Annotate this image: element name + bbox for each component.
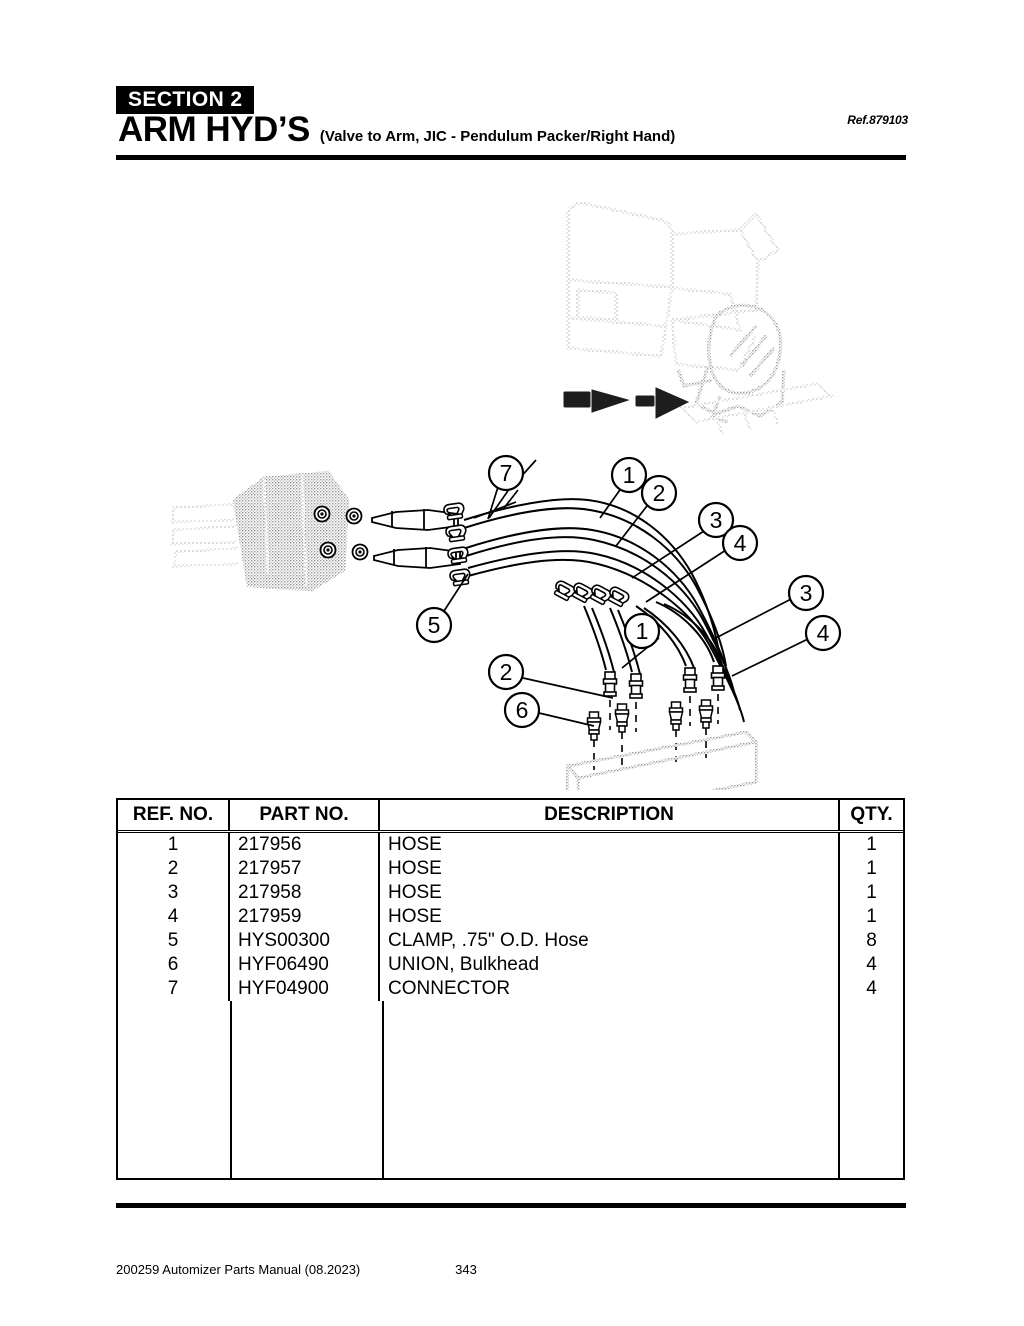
- cell-ref: 3: [118, 881, 230, 905]
- callout-balloons: 7 5 1 2 3: [415, 454, 842, 729]
- cell-description: HOSE: [380, 881, 840, 905]
- table-row: 2 217957 HOSE 1: [118, 857, 903, 881]
- table-header-row: REF. NO. PART NO. DESCRIPTION QTY.: [118, 800, 903, 833]
- mounting-plate-reference: [565, 730, 760, 790]
- cell-qty: 1: [866, 882, 877, 903]
- header-divider: [116, 155, 906, 160]
- table-row: 4 217959 HOSE 1: [118, 905, 903, 929]
- svg-text:2: 2: [653, 480, 666, 506]
- cell-part: HYS00300: [230, 929, 380, 953]
- cell-description: HOSE: [380, 833, 840, 857]
- table-body: 1 217956 HOSE 1 2 217957 HOSE 1 3 217958…: [118, 833, 903, 1178]
- bulkhead-union-group: [586, 699, 714, 741]
- svg-text:1: 1: [623, 462, 636, 488]
- cell-description: HOSE: [380, 857, 840, 881]
- column-header-description: DESCRIPTION: [380, 800, 840, 830]
- cell-ref: 5: [118, 929, 230, 953]
- valve-stub-fittings: [371, 509, 461, 569]
- svg-text:2: 2: [500, 659, 513, 685]
- cell-qty: 1: [866, 858, 877, 879]
- page-title: ARM HYD’S (Valve to Arm, JIC - Pendulum …: [118, 112, 675, 147]
- svg-text:3: 3: [710, 507, 723, 533]
- svg-text:4: 4: [734, 530, 747, 556]
- cell-part: 217958: [230, 881, 380, 905]
- cell-description: HOSE: [380, 905, 840, 929]
- page-footer: 200259 Automizer Parts Manual (08.2023) …: [116, 1262, 906, 1277]
- table-row: 6 HYF06490 UNION, Bulkhead 4: [118, 953, 903, 977]
- machine-overview-illustration: [563, 201, 836, 435]
- svg-text:1: 1: [636, 618, 649, 644]
- hose-clamp-group-lower: [551, 578, 632, 609]
- cell-ref: 4: [118, 905, 230, 929]
- callout-2-top: 2: [640, 474, 678, 512]
- cell-ref: 7: [118, 977, 230, 1001]
- cell-qty: 4: [866, 954, 877, 975]
- callout-1-top: 1: [610, 456, 648, 494]
- column-header-qty: QTY.: [850, 804, 893, 825]
- table-row: 5 HYS00300 CLAMP, .75" O.D. Hose 8: [118, 929, 903, 953]
- callout-4-top: 4: [721, 524, 759, 562]
- callout-4-right: 4: [804, 614, 842, 652]
- assembly-diagram: 7 5 1 2 3: [116, 170, 906, 790]
- cell-part: HYF04900: [230, 977, 380, 1001]
- table-row: 7 HYF04900 CONNECTOR 4: [118, 977, 903, 1001]
- cell-ref: 2: [118, 857, 230, 881]
- reference-number: Ref.879103: [847, 113, 908, 127]
- parts-table: REF. NO. PART NO. DESCRIPTION QTY. 1 217…: [116, 798, 905, 1180]
- table-empty-area: [118, 1001, 903, 1178]
- hose-tails: [583, 601, 723, 675]
- title-main: ARM HYD’S: [118, 110, 310, 149]
- column-header-part: PART NO.: [230, 800, 380, 830]
- cell-part: HYF06490: [230, 953, 380, 977]
- hose-end-fittings: [602, 665, 726, 699]
- cell-ref: 6: [118, 953, 230, 977]
- table-row: 1 217956 HOSE 1: [118, 833, 903, 857]
- svg-text:6: 6: [516, 697, 529, 723]
- svg-text:5: 5: [428, 612, 441, 638]
- footer-divider: [116, 1203, 906, 1208]
- callout-6: 6: [503, 691, 541, 729]
- table-row: 3 217958 HOSE 1: [118, 881, 903, 905]
- cell-description: UNION, Bulkhead: [380, 953, 840, 977]
- cell-part: 217959: [230, 905, 380, 929]
- title-subtitle: (Valve to Arm, JIC - Pendulum Packer/Rig…: [319, 128, 676, 145]
- valve-block-reference: [170, 470, 350, 592]
- svg-text:3: 3: [800, 580, 813, 606]
- cell-qty: 4: [866, 978, 877, 999]
- svg-text:7: 7: [500, 460, 513, 486]
- footer-page-number: 343: [455, 1262, 477, 1277]
- footer-document-title: 200259 Automizer Parts Manual (08.2023): [116, 1262, 361, 1277]
- cell-qty: 1: [866, 906, 877, 927]
- cell-part: 217957: [230, 857, 380, 881]
- callout-3-right: 3: [787, 574, 825, 612]
- callout-3-top: 3: [697, 501, 735, 539]
- svg-text:4: 4: [817, 620, 830, 646]
- cell-description: CLAMP, .75" O.D. Hose: [380, 929, 840, 953]
- cell-qty: 8: [866, 930, 877, 951]
- cell-qty: 1: [866, 834, 877, 855]
- callout-2-lower: 2: [487, 653, 525, 691]
- column-header-ref: REF. NO.: [118, 800, 230, 830]
- cell-ref: 1: [118, 833, 230, 857]
- section-badge: SECTION 2: [116, 86, 255, 114]
- callout-1-lower: 1: [623, 612, 661, 650]
- cell-part: 217956: [230, 833, 380, 857]
- callout-7: 7: [487, 454, 525, 492]
- callout-5: 5: [415, 606, 453, 644]
- hose-bundle-upper: [463, 498, 745, 723]
- cell-description: CONNECTOR: [380, 977, 840, 1001]
